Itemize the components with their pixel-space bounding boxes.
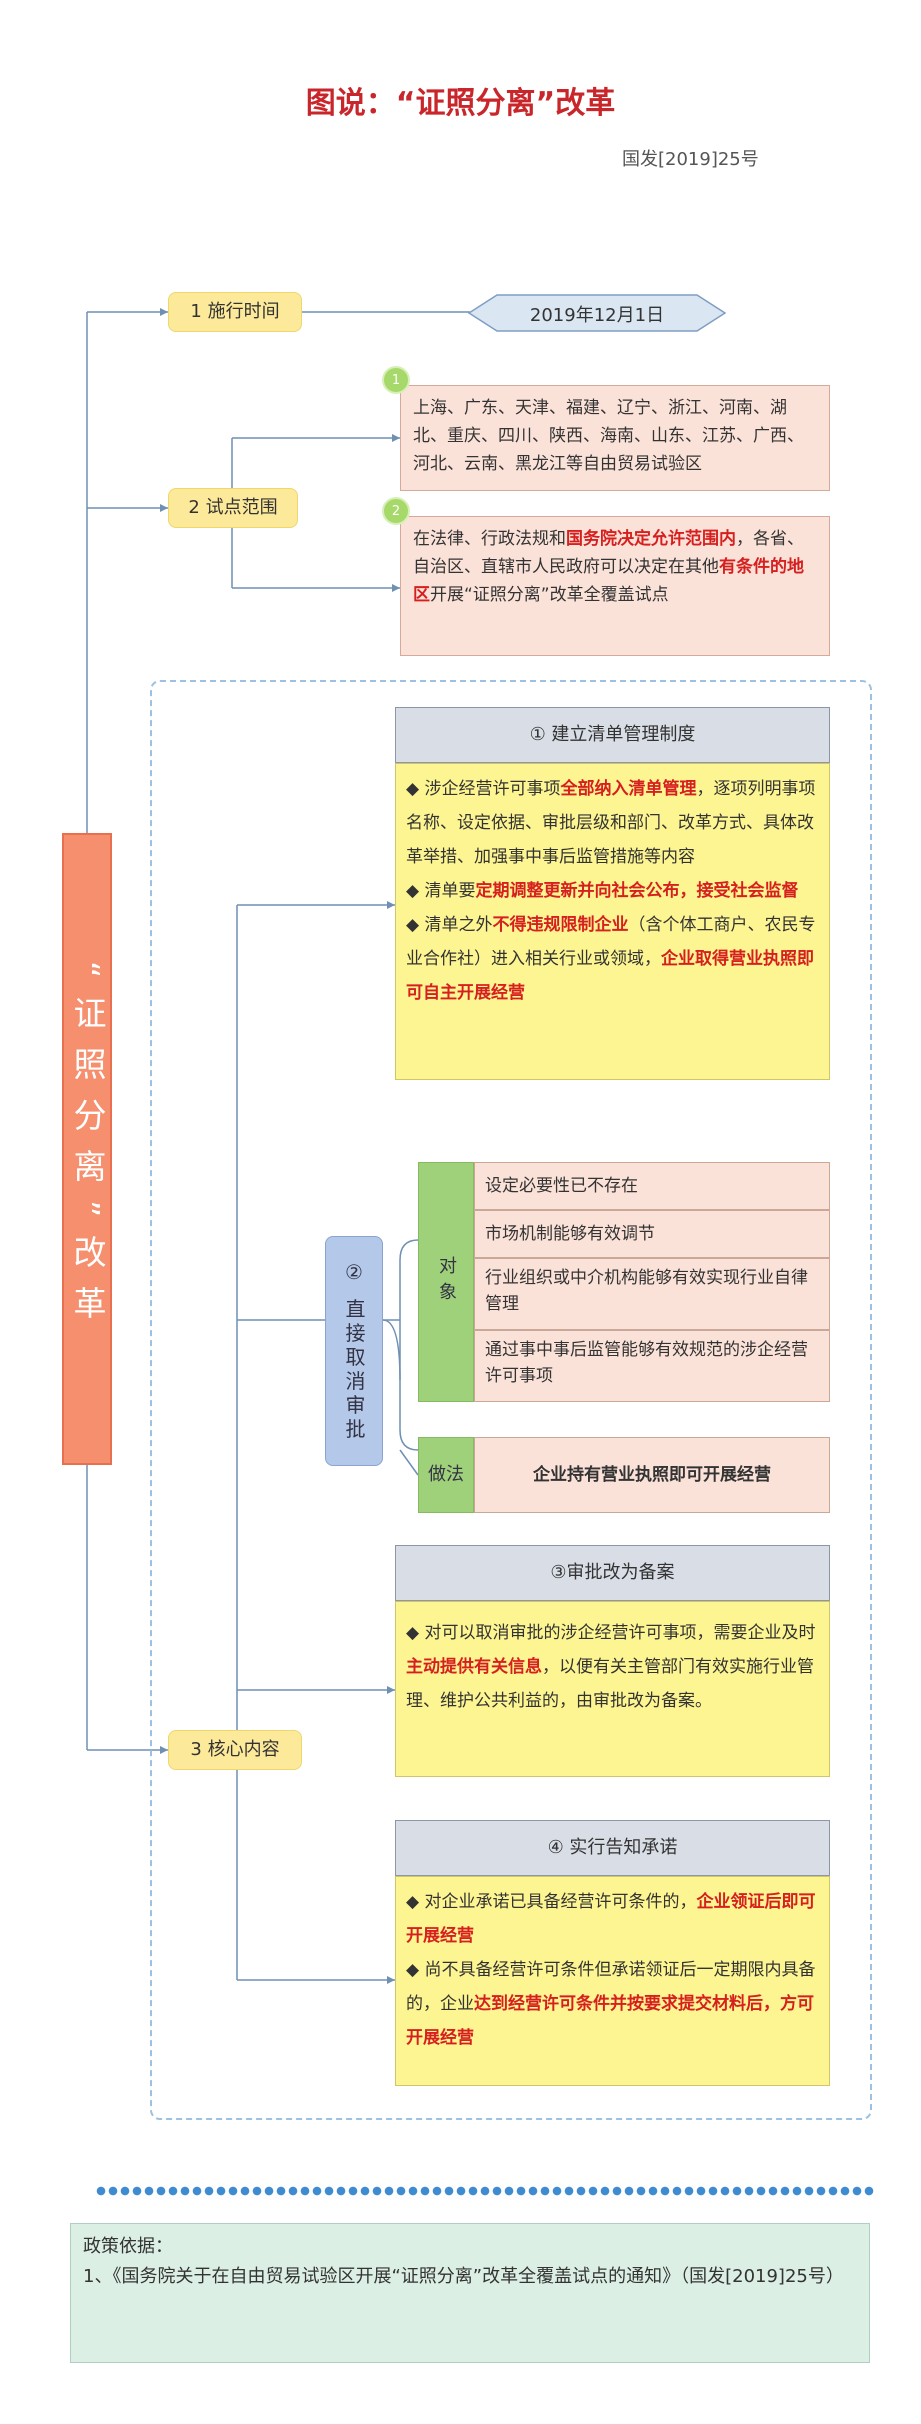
section-1-bullet-3-rest: （含个体工商户、农民专业合作社）进入相关行业或领域， (406, 915, 816, 969)
pilot-scope-item-1-text: 上海、广东、天津、福建、辽宁、浙江、河南、湖北、重庆、四川、陕西、海南、山东、江… (413, 398, 804, 474)
section-2-method-text: 企业持有营业执照即可开展经营 (474, 1437, 830, 1513)
pilot-scope-number-2: 2 (382, 497, 410, 525)
branch-label-core-content: 3 核心内容 (168, 1730, 302, 1770)
branch-label-pilot-scope: 2 试点范围 (168, 488, 298, 528)
section-4-bullet-2-highlight: 达到经营许可条件并按要求提交材料后，方可开展经营 (406, 1994, 814, 2048)
section-4-content: ◆ 对企业承诺已具备经营许可条件的，企业领证后即可开展经营 ◆ 尚不具备经营许可… (395, 1876, 830, 2086)
target-item-3: 行业组织或中介机构能够有效实现行业自律管理 (474, 1258, 830, 1330)
pilot-scope-number-1: 1 (382, 366, 410, 394)
section-1-bullet-1-rest: ，逐项列明事项名称、设定依据、审批层级和部门、改革方式、具体改革举措、加强事中事… (406, 779, 816, 867)
pilot-scope-item-2-highlight-b: 有条件的地区 (413, 557, 804, 605)
section-1-bullet-3-text: ◆ 清单之外 (406, 915, 493, 935)
section-4-bullet-1: ◆ 对企业承诺已具备经营许可条件的，企业领证后即可开展经营 (406, 1885, 821, 1953)
section-2-title: ② 直接取消审批 (325, 1236, 383, 1466)
section-1-bullet-1-highlight: 全部纳入清单管理 (560, 779, 697, 799)
policy-basis-box: 政策依据： 1、《国务院关于在自由贸易试验区开展“证照分离”改革全覆盖试点的通知… (70, 2223, 870, 2363)
side-title-bar: “证照分离”改革 (62, 833, 112, 1465)
target-item-2: 市场机制能够有效调节 (474, 1210, 830, 1258)
section-4-title: ④ 实行告知承诺 (395, 1820, 830, 1876)
date-diamond (467, 294, 727, 332)
section-2-title-text: ② 直接取消审批 (342, 1259, 366, 1443)
pilot-scope-item-2-text-c: 开展“证照分离”改革全覆盖试点 (430, 585, 669, 605)
section-2-method-label: 做法 (418, 1437, 474, 1513)
section-4-bullet-1-text: ◆ 对企业承诺已具备经营许可条件的， (406, 1892, 697, 1912)
section-3-content: ◆ 对可以取消审批的涉企经营许可事项，需要企业及时主动提供有关信息，以便有关主管… (395, 1601, 830, 1777)
target-item-1: 设定必要性已不存在 (474, 1162, 830, 1210)
target-item-4: 通过事中事后监管能够有效规范的涉企经营许可事项 (474, 1330, 830, 1402)
pilot-scope-item-2-text-a: 在法律、行政法规和 (413, 529, 566, 549)
pilot-scope-item-2-highlight-a: 国务院决定允许范围内 (566, 529, 736, 549)
section-3-text-b: ，以便有关主管部门有效实施行业管理、维护公共利益的，由审批改为备案。 (406, 1657, 814, 1711)
section-2-target-label-text: 对象 (436, 1256, 457, 1308)
section-1-bullet-3-highlight: 不得违规限制企业 (492, 915, 629, 935)
section-1-bullet-3-highlight-2: 企业取得营业执照即可自主开展经营 (406, 949, 814, 1003)
pilot-scope-item-2-text-b: ，各省、自治区、直辖市人民政府可以决定在其他 (413, 529, 804, 577)
section-2-target-label: 对象 (418, 1162, 474, 1402)
section-1-bullet-1-text: ◆ 涉企经营许可事项 (406, 779, 561, 799)
section-1-bullet-1: ◆ 涉企经营许可事项全部纳入清单管理，逐项列明事项名称、设定依据、审批层级和部门… (406, 772, 821, 874)
section-1-title: ① 建立清单管理制度 (395, 707, 830, 763)
section-1-bullet-2: ◆ 清单要定期调整更新并向社会公布，接受社会监督 (406, 874, 821, 908)
dotted-separator (95, 2185, 875, 2197)
branch-label-implementation-time: 1 施行时间 (168, 292, 302, 332)
pilot-scope-item-1: 上海、广东、天津、福建、辽宁、浙江、河南、湖北、重庆、四川、陕西、海南、山东、江… (400, 385, 830, 491)
section-1-bullet-3: ◆ 清单之外不得违规限制企业（含个体工商户、农民专业合作社）进入相关行业或领域，… (406, 908, 821, 1010)
pilot-scope-item-2: 在法律、行政法规和国务院决定允许范围内，各省、自治区、直辖市人民政府可以决定在其… (400, 516, 830, 656)
section-1-bullet-2-text: ◆ 清单要 (406, 881, 476, 901)
section-4-bullet-2-text: ◆ 尚不具备经营许可条件但承诺领证后一定期限内具备的，企业 (406, 1960, 816, 2014)
policy-heading: 政策依据： (83, 2236, 173, 2257)
side-title-text: “证照分离”改革 (68, 960, 107, 1338)
section-1-bullet-2-highlight: 定期调整更新并向社会公布，接受社会监督 (475, 881, 799, 901)
policy-item: 1、《国务院关于在自由贸易试验区开展“证照分离”改革全覆盖试点的通知》（国发[2… (83, 2266, 844, 2287)
implementation-date: 2019年12月1日 (529, 305, 665, 326)
section-3-title: ③审批改为备案 (395, 1545, 830, 1601)
document-number: 国发[2019]25号 (622, 149, 759, 170)
section-3-text-a: ◆ 对可以取消审批的涉企经营许可事项，需要企业及时 (406, 1623, 816, 1643)
page-title: 图说：“证照分离”改革 (305, 86, 616, 121)
section-4-bullet-1-highlight: 企业领证后即可开展经营 (406, 1892, 816, 1946)
core-content-frame (150, 680, 872, 2120)
section-1-content: ◆ 涉企经营许可事项全部纳入清单管理，逐项列明事项名称、设定依据、审批层级和部门… (395, 763, 830, 1080)
section-4-bullet-2: ◆ 尚不具备经营许可条件但承诺领证后一定期限内具备的，企业达到经营许可条件并按要… (406, 1953, 821, 2055)
section-3-highlight: 主动提供有关信息 (406, 1657, 542, 1677)
